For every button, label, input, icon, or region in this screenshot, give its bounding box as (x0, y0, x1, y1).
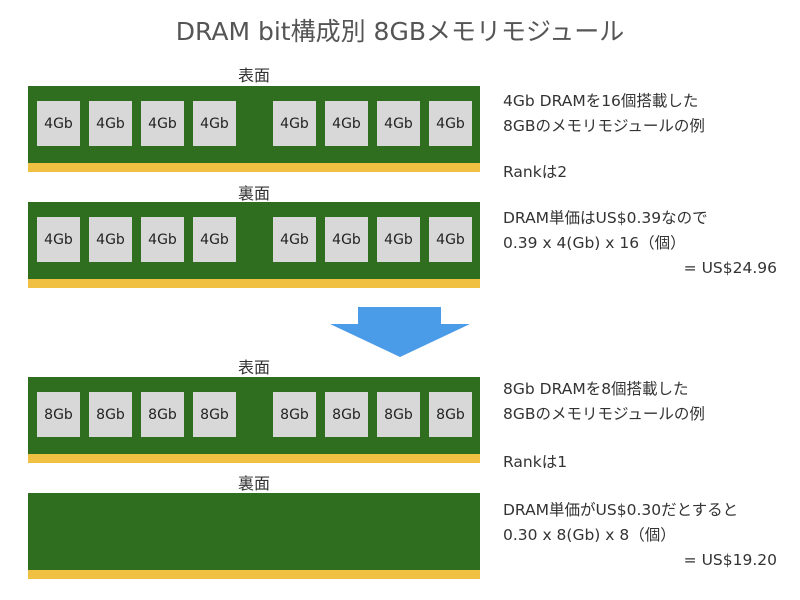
dram-chip: 8Gb (193, 392, 236, 437)
down-arrow-icon (330, 307, 470, 357)
dram-chip: 4Gb (325, 217, 368, 262)
bottom-desc-2: 8GBのメモリモジュールの例 (503, 405, 705, 423)
dram-chip: 4Gb (37, 217, 80, 262)
bottom-desc-1: 8Gb DRAMを8個搭載した (503, 380, 689, 398)
dram-chip: 4Gb (377, 101, 420, 146)
dram-chip: 8Gb (325, 392, 368, 437)
dram-chip: 8Gb (377, 392, 420, 437)
bottom-price-2: 0.30 x 8(Gb) x 8（個） (503, 526, 676, 544)
gold-contacts (28, 570, 480, 579)
bottom-price-1: DRAM単価がUS$0.30だとすると (503, 501, 739, 519)
top-front-label: 表面 (237, 66, 270, 85)
top-price-1: DRAM単価はUS$0.39なので (503, 209, 708, 227)
dram-chip: 8Gb (273, 392, 316, 437)
dram-chip: 8Gb (429, 392, 472, 437)
bottom-back-module (28, 493, 480, 579)
dram-chip: 8Gb (89, 392, 132, 437)
bottom-rank: Rankは1 (503, 453, 568, 471)
top-price-2: 0.39 x 4(Gb) x 16（個） (503, 234, 686, 252)
dram-chip: 4Gb (429, 101, 472, 146)
page-title: DRAM bit構成別 8GBメモリモジュール (175, 17, 625, 46)
dram-chip: 4Gb (429, 217, 472, 262)
top-total: = US$24.96 (683, 259, 777, 277)
top-rank: Rankは2 (503, 163, 568, 181)
top-back-label: 裏面 (237, 184, 270, 203)
bottom-front-label: 表面 (237, 358, 270, 377)
dram-chip: 4Gb (37, 101, 80, 146)
gold-contacts (28, 279, 480, 288)
dram-chip: 4Gb (325, 101, 368, 146)
dram-chip: 4Gb (273, 101, 316, 146)
dram-chip: 4Gb (193, 217, 236, 262)
dram-chip: 4Gb (141, 101, 184, 146)
pcb-board (28, 493, 480, 570)
bottom-total: = US$19.20 (683, 551, 777, 569)
dram-chip: 4Gb (89, 101, 132, 146)
dram-chip: 4Gb (273, 217, 316, 262)
dram-chip: 8Gb (37, 392, 80, 437)
dram-chip: 8Gb (141, 392, 184, 437)
top-desc-1: 4Gb DRAMを16個搭載した (503, 92, 699, 110)
top-desc-2: 8GBのメモリモジュールの例 (503, 117, 705, 135)
dram-chip: 4Gb (377, 217, 420, 262)
gold-contacts (28, 454, 480, 463)
bottom-back-label: 裏面 (237, 474, 270, 493)
dram-chip: 4Gb (193, 101, 236, 146)
dram-chip: 4Gb (89, 217, 132, 262)
dram-chip: 4Gb (141, 217, 184, 262)
gold-contacts (28, 163, 480, 172)
